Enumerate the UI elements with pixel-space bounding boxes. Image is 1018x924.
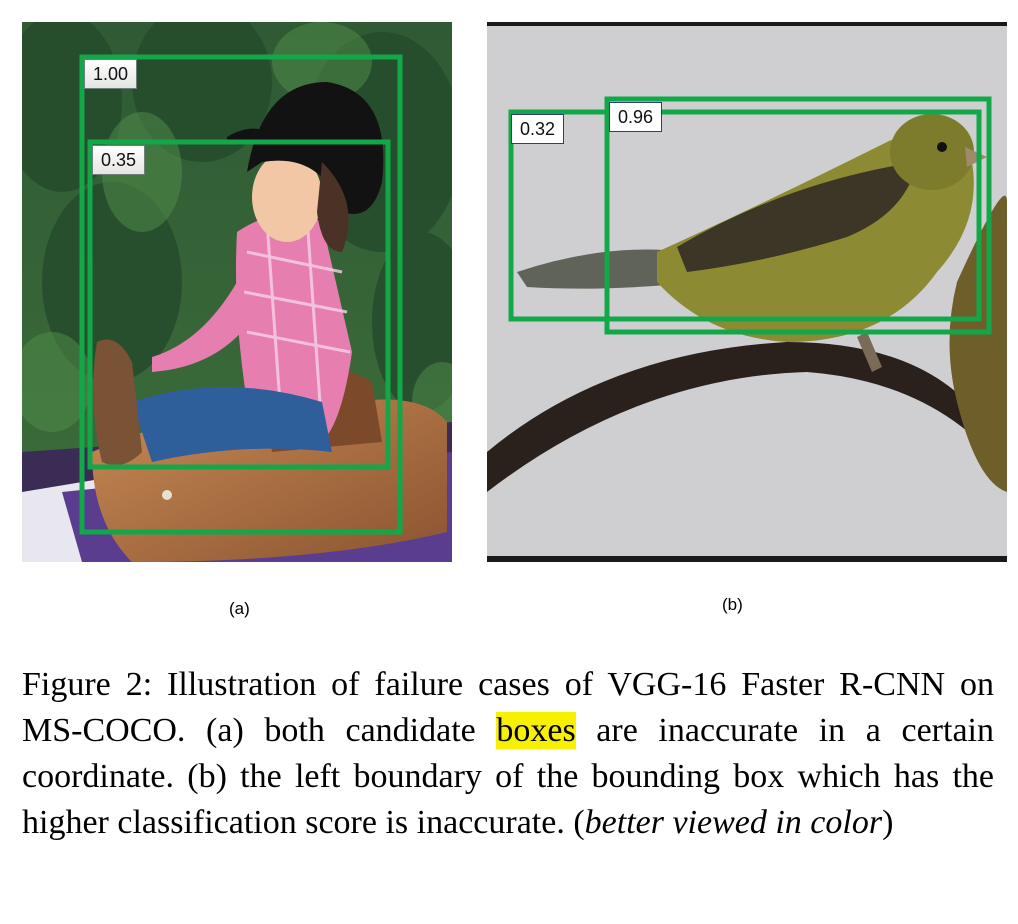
detection-box-1 xyxy=(79,54,403,535)
caption-prefix: Figure 2: Illustration of failure cases … xyxy=(22,666,994,749)
detection-box-2 xyxy=(87,139,391,470)
figure-caption: Figure 2: Illustration of failure cases … xyxy=(22,662,994,846)
detection-boxes-a xyxy=(79,54,403,535)
figure-panel-a: 1.00 0.35 xyxy=(22,22,452,562)
subfigure-label-a: (a) xyxy=(229,599,250,618)
score-label-box-1: 1.00 xyxy=(84,59,138,89)
caption-highlight: boxes xyxy=(496,712,576,749)
score-label-box-2: 0.35 xyxy=(92,145,146,175)
caption-suffix: ) xyxy=(882,804,894,841)
detection-box-2 xyxy=(604,96,992,335)
caption-middle: are inaccurate in a certain coordinate. … xyxy=(22,712,994,841)
score-label-box-2: 0.96 xyxy=(609,102,663,132)
subfigure-label-b: (b) xyxy=(722,595,743,614)
detection-boxes-b xyxy=(508,96,992,335)
score-label-box-1: 0.32 xyxy=(511,114,565,144)
detection-box-1 xyxy=(508,109,982,322)
caption-italic: better viewed in color xyxy=(584,804,883,841)
figure-panel-b: 0.32 0.96 xyxy=(487,22,1007,562)
